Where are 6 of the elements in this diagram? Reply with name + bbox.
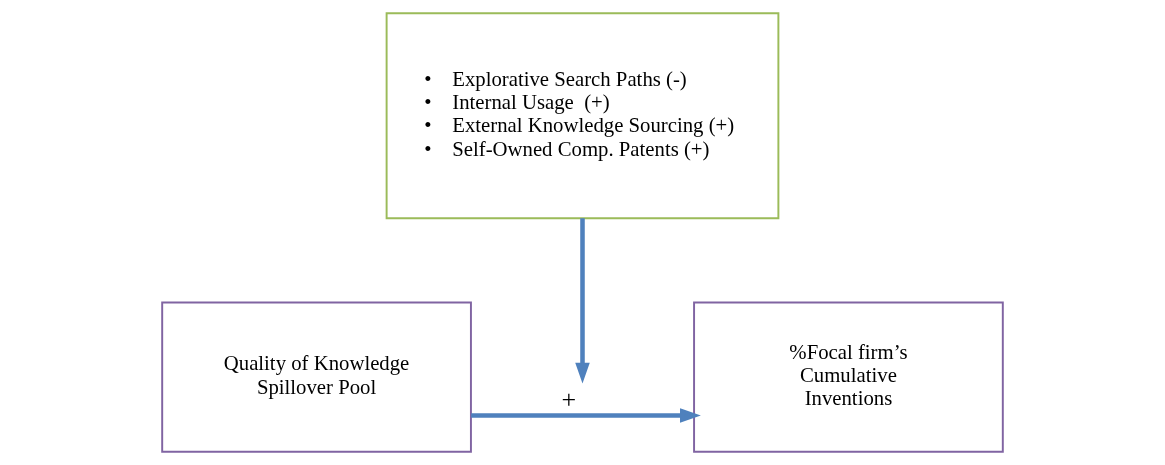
arrow [575, 218, 590, 384]
node-box: • Explorative Search Paths (-) • Internal Usage (+) • External Knowledge Sourcing (+) • Self-Owned Comp. Patents (+) [385, 12, 780, 220]
edge-label: + [561, 384, 577, 414]
node-box: Quality of Knowledge Spillover Pool [161, 301, 472, 453]
node-box: %Focal firm’s Cumulative Inventions [693, 301, 1004, 453]
arrow [471, 408, 701, 423]
